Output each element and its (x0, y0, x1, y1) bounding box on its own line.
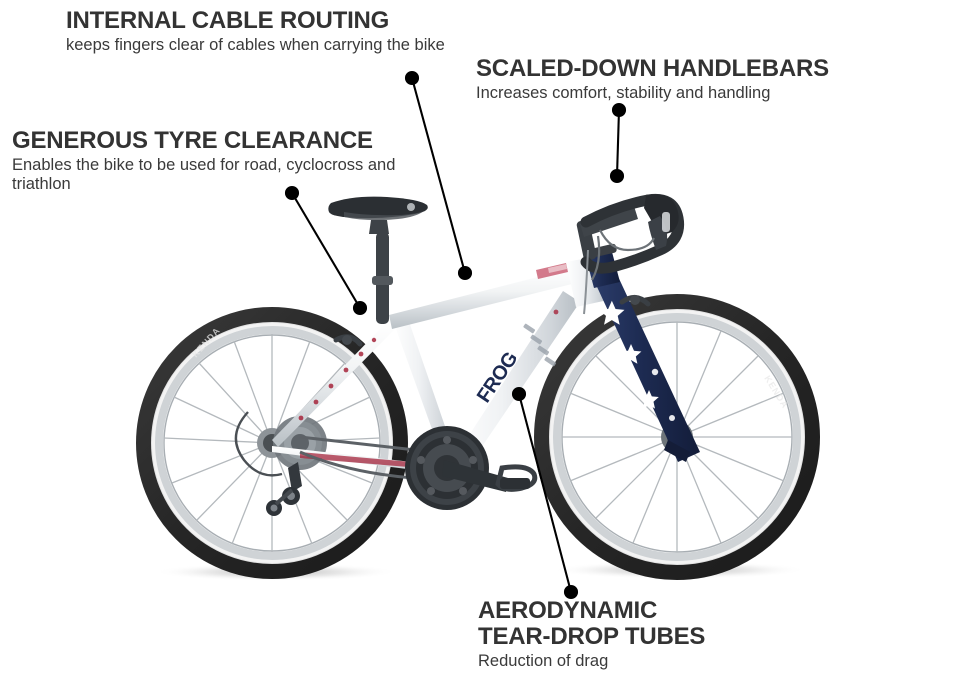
callout-subtitle: keeps fingers clear of cables when carry… (66, 35, 445, 54)
down-tube-decal-marks (523, 309, 559, 367)
saddle-logo (407, 203, 415, 211)
bicycle-frame: FROG (272, 256, 608, 480)
callout-title: SCALED-DOWN HANDLEBARS (476, 55, 829, 82)
saddle-assembly (328, 196, 428, 324)
handlebars (576, 193, 685, 315)
rear-derailleur (266, 462, 302, 516)
stem (580, 206, 638, 237)
callout-subtitle: Increases comfort, stability and handlin… (476, 83, 771, 102)
brake-lever-hood (644, 194, 679, 250)
crank-arm (442, 460, 508, 492)
callout-title: INTERNAL CABLE ROUTING (66, 7, 390, 34)
drivetrain (234, 334, 538, 516)
front-fork (586, 243, 700, 462)
callout-title: AERODYNAMIC TEAR-DROP TUBES (478, 597, 706, 650)
top-tube-decal (536, 263, 568, 279)
rear-brake-caliper (333, 334, 363, 347)
seat-stay-accent-dots (298, 337, 377, 421)
callout-aerodynamic-tear-drop-tubes: AERODYNAMIC TEAR-DROP TUBES Reduction of… (478, 598, 818, 671)
front-brake-caliper (619, 295, 651, 307)
callout-subtitle: Enables the bike to be used for road, cy… (12, 155, 396, 194)
callout-internal-cable-routing: INTERNAL CABLE ROUTING keeps fingers cle… (66, 8, 466, 55)
callout-title: GENEROUS TYRE CLEARANCE (12, 127, 373, 154)
callout-subtitle: Reduction of drag (478, 651, 609, 670)
fork-star-decals (599, 300, 675, 421)
callout-generous-tyre-clearance: GENEROUS TYRE CLEARANCE Enables the bike… (12, 128, 412, 195)
pedal (495, 464, 538, 492)
callout-scaled-down-handlebars: SCALED-DOWN HANDLEBARS Increases comfort… (476, 56, 896, 103)
